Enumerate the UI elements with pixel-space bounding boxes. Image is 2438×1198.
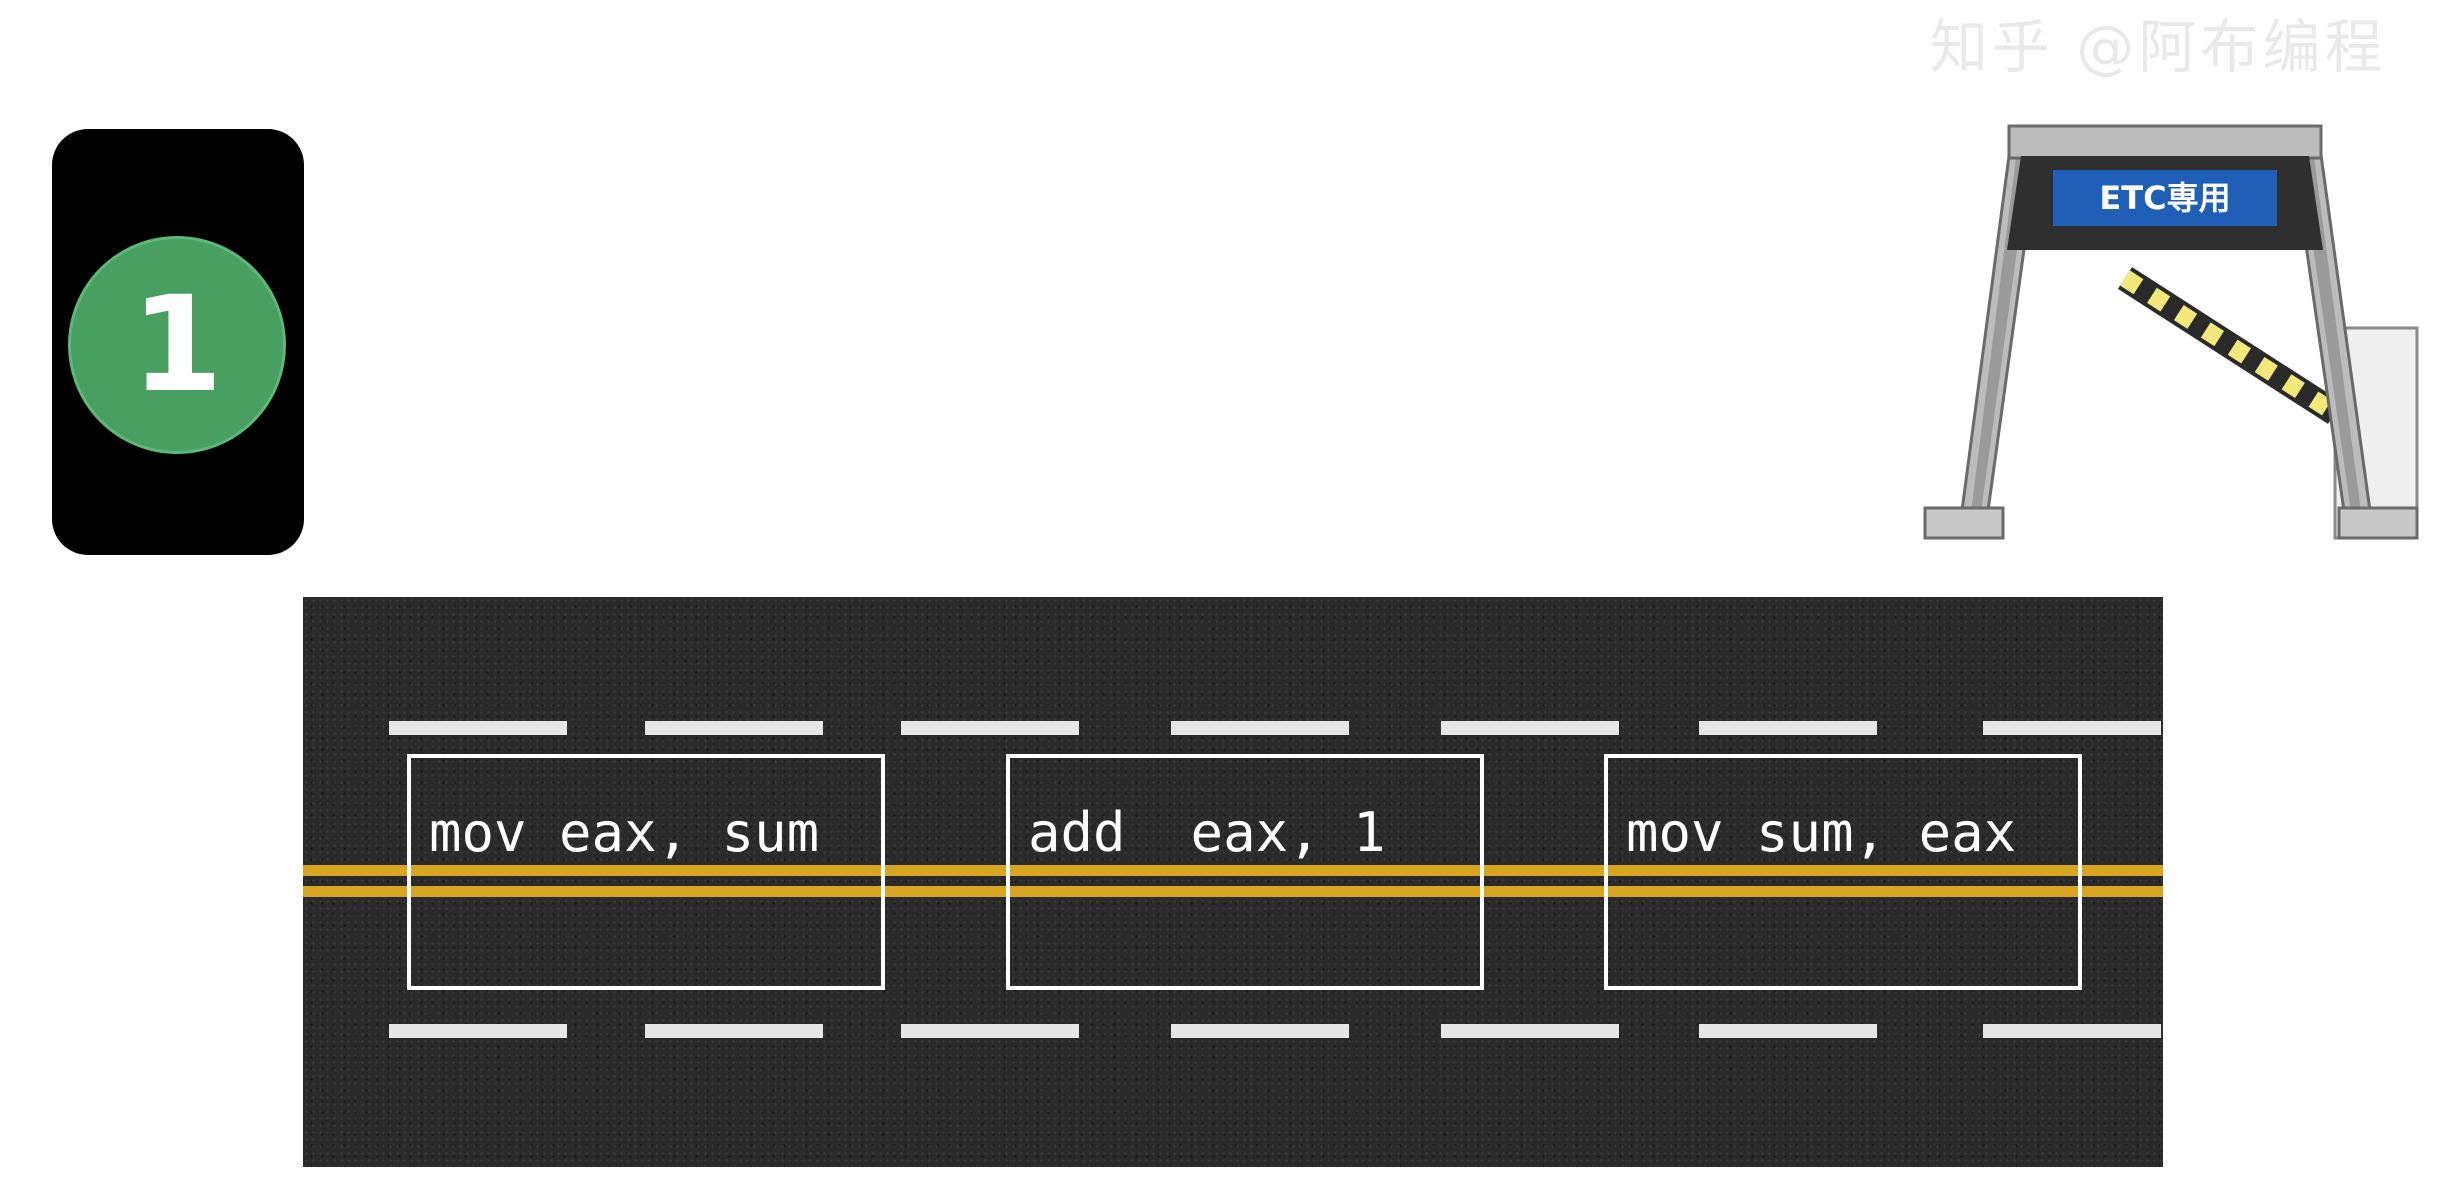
step-number-badge: 1: [68, 236, 286, 454]
instruction-box: add eax, 1: [1006, 754, 1484, 990]
lane-dash: [1441, 1024, 1619, 1038]
lane-dash: [1699, 1024, 1877, 1038]
etc-sign-text: ETC専用: [2099, 179, 2230, 217]
instruction-text: mov eax, sum: [429, 801, 820, 864]
lane-dash: [389, 721, 567, 735]
instruction-text: mov sum, eax: [1626, 801, 2017, 864]
lane-dash: [389, 1024, 567, 1038]
lane-dash: [901, 721, 1079, 735]
gate-right-foot: [2337, 506, 2419, 540]
lane-dash: [1171, 1024, 1349, 1038]
lane-dash: [645, 721, 823, 735]
etc-toll-gate: ETC専用: [1923, 124, 2419, 540]
lane-dash: [1983, 721, 2161, 735]
lane-dash: [1441, 721, 1619, 735]
lane-dash: [1699, 721, 1877, 735]
barrier-arm: [2117, 267, 2343, 424]
center-line-lower: [303, 886, 2163, 897]
gate-left-foot: [1923, 506, 2005, 540]
phone-device: 1: [52, 129, 304, 555]
lane-dash: [1171, 721, 1349, 735]
gate-top-frame: [2007, 124, 2323, 160]
lane-dash: [645, 1024, 823, 1038]
watermark: 知乎 @阿布编程: [1930, 13, 2387, 81]
center-line-upper: [303, 865, 2163, 876]
instruction-text: add eax, 1: [1028, 801, 1386, 864]
instruction-box: mov eax, sum: [407, 754, 885, 990]
lane-dash: [901, 1024, 1079, 1038]
instruction-box: mov sum, eax: [1604, 754, 2082, 990]
road: mov eax, sum add eax, 1 mov sum, eax: [303, 597, 2163, 1167]
etc-sign: [2053, 170, 2277, 226]
lane-dash: [1983, 1024, 2161, 1038]
